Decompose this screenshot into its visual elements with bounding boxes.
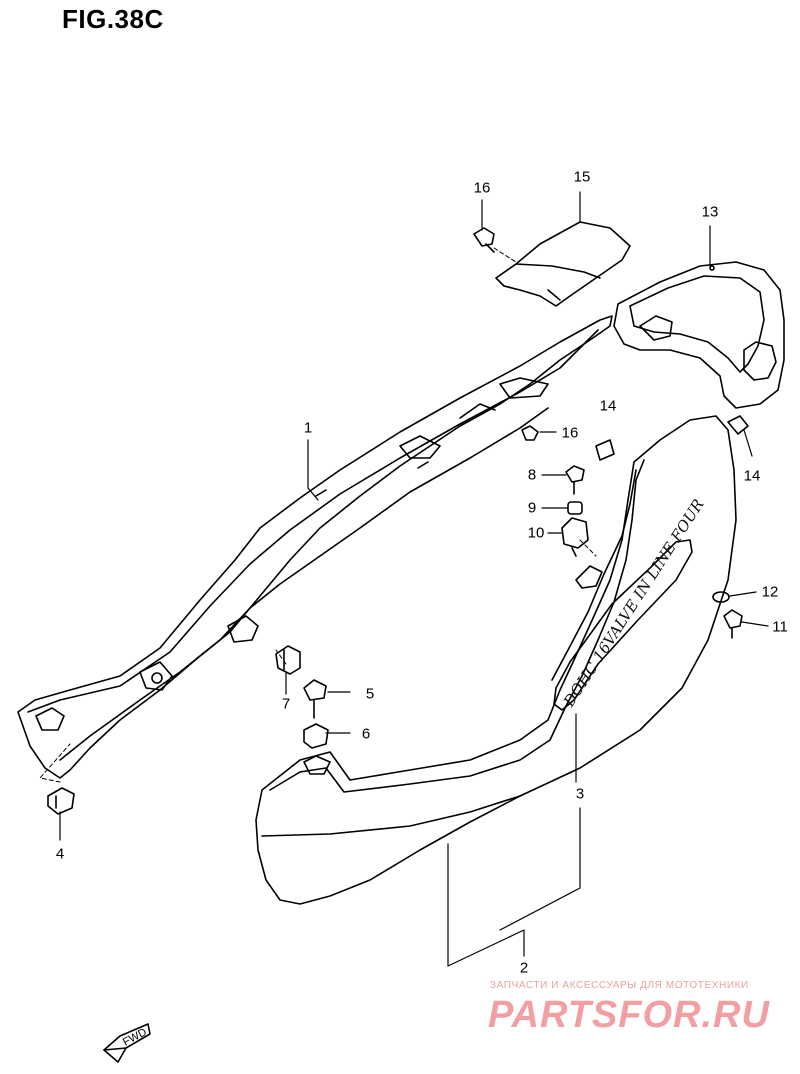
callout-2: 2 xyxy=(519,959,529,977)
part-11-bolt xyxy=(723,609,743,639)
part-14-clip-left xyxy=(595,439,615,461)
callout-8: 8 xyxy=(527,466,537,484)
callout-10: 10 xyxy=(527,524,545,542)
callout-14-left: 14 xyxy=(599,397,617,415)
fwd-arrow-icon xyxy=(103,1023,151,1063)
callout-4: 4 xyxy=(55,845,65,863)
callout-16-upper: 16 xyxy=(473,179,491,197)
part-6-nut xyxy=(303,723,329,749)
callout-16-lower: 16 xyxy=(561,424,579,442)
callout-9: 9 xyxy=(527,499,537,517)
assembly-dashed-lines xyxy=(39,247,597,783)
part-16-bolt-upper xyxy=(473,227,495,253)
part-12-washer xyxy=(712,591,730,603)
part-9-spacer xyxy=(567,501,583,515)
part-8-screw xyxy=(565,465,585,495)
part-4-grommet xyxy=(47,787,75,815)
part-1-frame-cover xyxy=(17,315,613,779)
callout-6: 6 xyxy=(361,725,371,743)
figure-title: FIG.38C xyxy=(62,4,164,34)
callout-13: 13 xyxy=(701,203,719,221)
callout-11: 11 xyxy=(772,618,788,636)
part-2-side-cover xyxy=(255,415,737,905)
callout-5: 5 xyxy=(365,685,375,703)
part-10-damper xyxy=(561,517,589,557)
callout-12: 12 xyxy=(761,583,779,601)
callout-3: 3 xyxy=(575,785,585,803)
callout-14-right: 14 xyxy=(743,467,761,485)
part-16-bolt-lower xyxy=(521,425,539,441)
callout-7: 7 xyxy=(281,695,291,713)
part-7-cushion xyxy=(275,645,301,675)
callout-15: 15 xyxy=(573,168,591,186)
leader-lines xyxy=(59,191,769,967)
part-15-center-piece xyxy=(495,221,631,307)
watermark-tagline: ЗАПЧАСТИ И АКСЕССУАРЫ ДЛЯ МОТОТЕХНИКИ xyxy=(490,980,749,991)
part-13-tail-cover xyxy=(613,261,785,409)
part-14-clip-right xyxy=(727,415,749,435)
callout-1: 1 xyxy=(303,419,313,437)
part-5-clip xyxy=(303,679,327,719)
watermark-logo: PARTSFOR.RU xyxy=(488,994,770,1036)
